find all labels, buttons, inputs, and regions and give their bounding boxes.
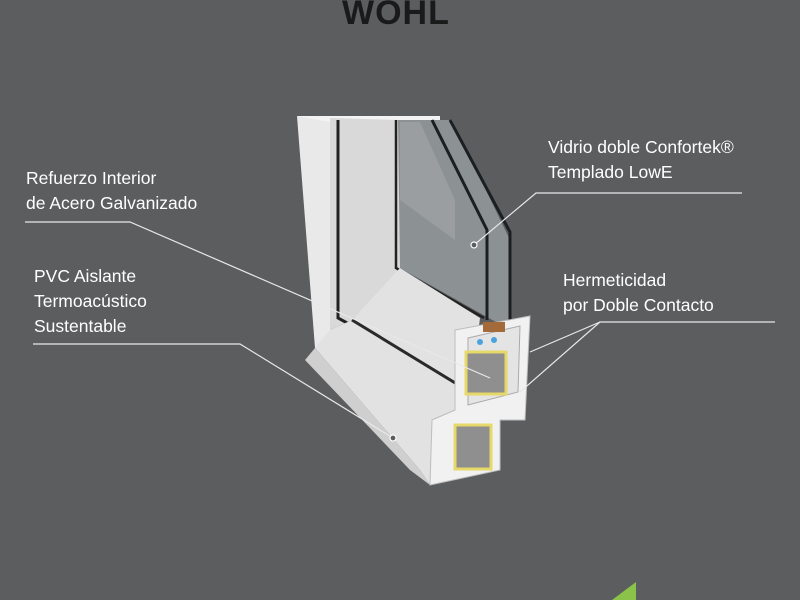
gasket-line-2 <box>394 120 485 320</box>
leader-steel <box>25 221 491 379</box>
label-glass-line2: Templado LowE <box>548 162 673 182</box>
seal-dot-2 <box>491 337 497 343</box>
seal-dot-1 <box>477 339 483 345</box>
leader-seal-2 <box>529 321 601 353</box>
label-steel: Refuerzo Interior de Acero Galvanizado <box>26 166 197 216</box>
label-pvc-line3: Sustentable <box>34 316 127 336</box>
leader-pvc <box>33 343 394 439</box>
label-pvc-line2: Termoacústico <box>34 291 147 311</box>
label-pvc-line1: PVC Aislante <box>34 266 137 286</box>
glass-edge-outer <box>430 119 489 320</box>
steel-reinforcement-lower <box>453 423 493 471</box>
label-seal: Hermeticidad por Doble Contacto <box>563 268 714 318</box>
label-pvc: PVC Aislante Termoacústico Sustentable <box>34 264 147 339</box>
steel-reinforcement-upper <box>464 350 508 396</box>
frame-bottom-shadow <box>305 348 430 485</box>
wohl-logo: WOHL <box>342 0 450 32</box>
label-seal-line2: por Doble Contacto <box>563 295 714 315</box>
frame-inner-vertical <box>330 118 400 330</box>
glass-edge-inner <box>448 119 512 328</box>
mitre-line <box>351 318 471 394</box>
label-glass: Vidrio doble Confortek® Templado LowE <box>548 135 734 185</box>
label-steel-line1: Refuerzo Interior <box>26 168 157 188</box>
glass-reflection <box>400 122 455 240</box>
label-steel-line2: de Acero Galvanizado <box>26 193 198 213</box>
frame-vertical-face <box>297 116 330 348</box>
label-seal-line1: Hermeticidad <box>563 270 667 290</box>
glazing-bead <box>483 322 505 332</box>
leader-seal <box>519 321 775 393</box>
leader-pvc-dot <box>389 434 397 442</box>
label-glass-line1: Vidrio doble Confortek® <box>548 137 734 157</box>
leader-glass-dot <box>470 241 478 249</box>
leader-glass <box>473 192 742 246</box>
green-accent-corner <box>612 582 636 600</box>
